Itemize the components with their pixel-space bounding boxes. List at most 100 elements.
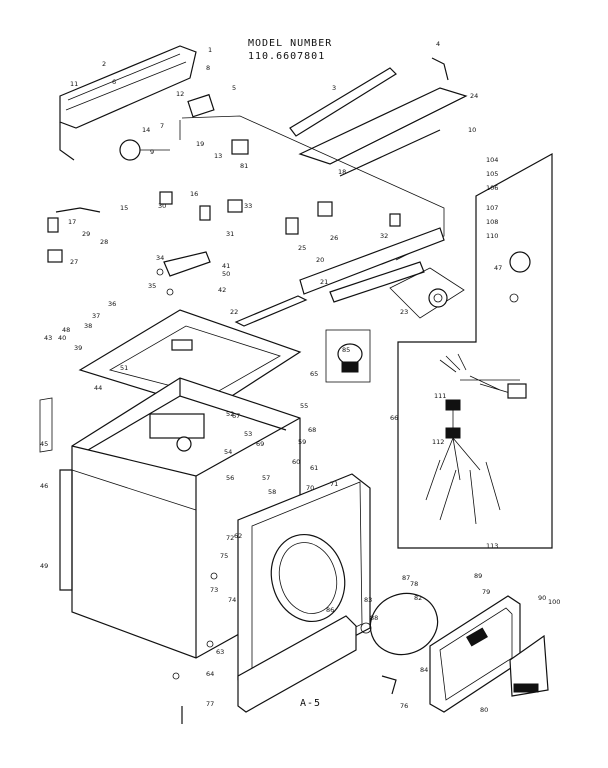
part-label-12: 12 — [176, 90, 184, 98]
part-label-74: 74 — [228, 596, 236, 604]
door-gasket — [369, 592, 439, 656]
model-label: MODEL NUMBER — [248, 38, 332, 49]
part-label-81: 81 — [240, 162, 248, 170]
cabinet-top — [78, 251, 308, 411]
part-label-86: 86 — [326, 606, 334, 614]
part-label-112: 112 — [432, 438, 444, 446]
part-label-30: 30 — [158, 202, 166, 210]
part-label-20: 20 — [316, 256, 324, 264]
part-label-89: 89 — [474, 572, 482, 580]
fasteners — [156, 268, 397, 724]
part-label-18: 18 — [338, 168, 346, 176]
part-label-43: 43 — [44, 334, 52, 342]
part-label-8: 8 — [206, 64, 210, 72]
part-label-52: 52 — [226, 410, 234, 418]
part-label-108: 108 — [486, 218, 498, 226]
part-label-5: 5 — [232, 84, 236, 92]
top-rails — [289, 57, 468, 177]
part-label-83: 83 — [364, 596, 372, 604]
part-label-26: 26 — [330, 234, 338, 242]
part-label-15: 15 — [120, 204, 128, 212]
part-label-66: 66 — [390, 414, 398, 422]
part-label-7: 7 — [160, 122, 164, 130]
part-label-3: 3 — [332, 84, 336, 92]
part-label-72: 72 — [226, 534, 234, 542]
part-label-23: 23 — [400, 308, 408, 316]
mounting-bracket — [299, 227, 445, 303]
part-label-110: 110 — [486, 232, 498, 240]
part-label-56: 56 — [226, 474, 234, 482]
part-label-60: 60 — [292, 458, 300, 466]
model-number: 110.6607801 — [248, 51, 325, 62]
part-label-17: 17 — [68, 218, 76, 226]
part-label-106: 106 — [486, 184, 498, 192]
part-label-113: 113 — [486, 542, 498, 550]
part-label-59: 59 — [298, 438, 306, 446]
part-label-107: 107 — [486, 204, 498, 212]
part-label-90: 90 — [538, 594, 546, 602]
switches — [159, 191, 401, 235]
part-label-45: 45 — [40, 440, 48, 448]
left-side-parts — [39, 397, 73, 591]
part-label-36: 36 — [108, 300, 116, 308]
part-label-84: 84 — [420, 666, 428, 674]
part-label-19: 19 — [196, 140, 204, 148]
part-label-87: 87 — [402, 574, 410, 582]
part-label-41: 41 — [222, 262, 230, 270]
part-label-85: 85 — [342, 346, 350, 354]
part-label-21: 21 — [320, 278, 328, 286]
part-label-34: 34 — [156, 254, 164, 262]
lid-switch-parts — [47, 207, 101, 263]
part-label-105: 105 — [486, 170, 498, 178]
part-label-16: 16 — [190, 190, 198, 198]
part-label-37: 37 — [92, 312, 100, 320]
part-label-13: 13 — [214, 152, 222, 160]
wiring-harness-inset — [397, 152, 553, 549]
part-label-82: 82 — [414, 594, 422, 602]
part-label-64: 64 — [206, 670, 214, 678]
part-label-76: 76 — [400, 702, 408, 710]
part-label-53: 53 — [244, 430, 252, 438]
part-label-28: 28 — [100, 238, 108, 246]
part-label-58: 58 — [268, 488, 276, 496]
part-label-51: 51 — [120, 364, 128, 372]
part-label-10: 10 — [468, 126, 476, 134]
part-label-88: 88 — [370, 614, 378, 622]
part-label-67: 67 — [232, 412, 240, 420]
part-label-48: 48 — [62, 326, 70, 334]
part-label-6: 6 — [112, 78, 116, 86]
part-label-1: 1 — [208, 46, 212, 54]
part-label-73: 73 — [210, 586, 218, 594]
part-label-9: 9 — [150, 148, 154, 156]
part-label-57: 57 — [262, 474, 270, 482]
part-label-61: 61 — [310, 464, 318, 472]
part-label-39: 39 — [74, 344, 82, 352]
part-label-33: 33 — [244, 202, 252, 210]
part-label-2: 2 — [102, 60, 106, 68]
part-label-4: 4 — [436, 40, 440, 48]
timer-assembly — [119, 93, 249, 161]
part-label-80: 80 — [480, 706, 488, 714]
part-label-104: 104 — [486, 156, 498, 164]
part-label-42: 42 — [218, 286, 226, 294]
part-label-24: 24 — [470, 92, 478, 100]
part-label-75: 75 — [220, 552, 228, 560]
part-label-111: 111 — [434, 392, 446, 400]
part-label-31: 31 — [226, 230, 234, 238]
part-label-63: 63 — [216, 648, 224, 656]
part-label-14: 14 — [142, 126, 150, 134]
motor-pulley — [389, 267, 465, 319]
door-assembly — [429, 595, 549, 713]
part-label-68: 68 — [308, 426, 316, 434]
part-label-35: 35 — [148, 282, 156, 290]
part-label-46: 46 — [40, 482, 48, 490]
part-label-62: 62 — [234, 532, 242, 540]
kick-panel — [237, 615, 357, 713]
console-frame — [179, 115, 445, 261]
part-label-47: 47 — [494, 264, 502, 272]
console-panel — [59, 45, 197, 161]
part-label-78: 78 — [410, 580, 418, 588]
part-label-71: 71 — [330, 480, 338, 488]
part-label-49: 49 — [40, 562, 48, 570]
